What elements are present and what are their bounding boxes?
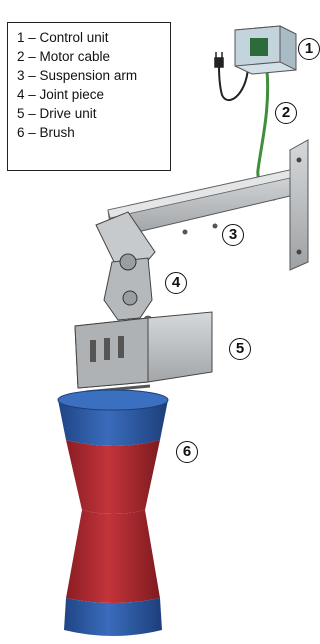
callout-6: 6	[176, 441, 198, 463]
joint-piece	[95, 211, 156, 325]
brush-lower-red	[66, 510, 160, 603]
legend-item-suspension-arm: 3 – Suspension arm	[17, 68, 138, 83]
suspension-arm	[107, 169, 291, 239]
control-unit	[234, 25, 297, 75]
legend-item-joint-piece: 4 – Joint piece	[17, 87, 105, 102]
callout-4: 4	[165, 272, 187, 294]
callout-2: 2	[275, 102, 297, 124]
brush	[57, 389, 169, 636]
legend-item-drive-unit: 5 – Drive unit	[17, 106, 97, 121]
power-cable	[218, 65, 249, 102]
wall-bracket	[289, 139, 309, 271]
callout-1: 1	[298, 38, 320, 60]
drive-unit	[74, 311, 213, 394]
legend-box: 1 – Control unit 2 – Motor cable 3 – Sus…	[7, 22, 171, 171]
callout-5: 5	[229, 338, 251, 360]
legend-item-motor-cable: 2 – Motor cable	[17, 49, 111, 64]
brush-upper-red	[66, 440, 160, 514]
legend-item-control-unit: 1 – Control unit	[17, 30, 109, 45]
power-plug-icon	[214, 52, 224, 68]
callout-3: 3	[222, 224, 244, 246]
legend-item-brush: 6 – Brush	[17, 125, 75, 140]
brush-bottom-blue	[64, 598, 162, 636]
